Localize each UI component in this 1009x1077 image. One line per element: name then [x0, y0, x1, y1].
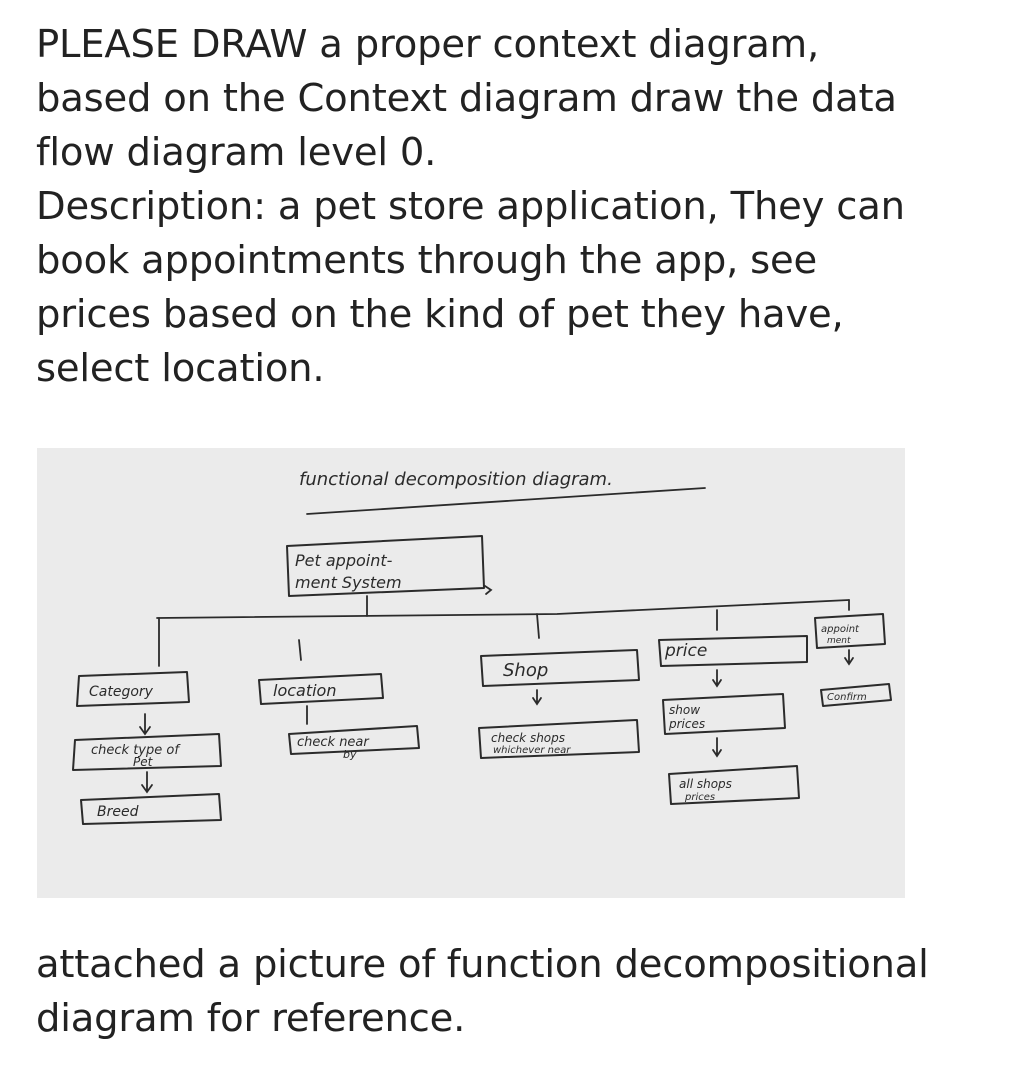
all-shops-prices-label-line2: prices	[684, 792, 715, 803]
shop-arrow	[532, 689, 542, 706]
question-line: book appointments through the app, see	[36, 238, 817, 283]
all-shops-prices-box	[668, 765, 800, 805]
check-shops-label-line1: check shops	[491, 731, 565, 745]
show-prices-arrow	[712, 737, 722, 758]
root-box	[286, 535, 485, 597]
category-box	[76, 671, 190, 707]
check-type-arrow	[141, 771, 153, 794]
shop-label: Shop	[503, 660, 548, 681]
appointment-box	[814, 613, 886, 649]
price-box	[658, 635, 808, 667]
breed-label: Breed	[97, 804, 139, 820]
show-prices-label-line1: show	[669, 703, 700, 717]
all-shops-prices-label-line1: all shops	[679, 777, 732, 791]
price-arrow	[712, 669, 722, 688]
appointment-arrow	[844, 649, 854, 666]
confirm-box	[820, 683, 892, 707]
check-near-label-line1: check near	[297, 735, 370, 750]
diagram-title: functional decomposition diagram.	[299, 469, 613, 490]
title-underline	[306, 487, 706, 515]
show-prices-box	[662, 693, 786, 735]
root-label-line2: ment System	[295, 573, 402, 592]
shop-box	[480, 649, 640, 687]
check-type-label-line2: Pet	[133, 755, 154, 769]
category-arrow	[139, 713, 151, 736]
question-line: Description: a pet store application, Th…	[36, 184, 905, 229]
category-label: Category	[89, 684, 154, 700]
check-type-label-line1: check type of	[91, 743, 181, 758]
bus-to-location	[298, 639, 302, 661]
confirm-label: Confirm	[827, 692, 867, 703]
check-near-label-line2: by	[343, 748, 357, 761]
check-shops-box	[478, 719, 640, 759]
bus-to-shop	[536, 613, 540, 639]
location-box	[258, 673, 384, 705]
question-line: based on the Context diagram draw the da…	[36, 76, 897, 121]
diagram-photo: functional decomposition diagram. Pet ap…	[37, 448, 905, 898]
footer-text: attached a picture of function decomposi…	[36, 938, 986, 1046]
question-line: select location.	[36, 346, 325, 391]
footer-line: diagram for reference.	[36, 996, 466, 1041]
question-text: PLEASE DRAW a proper context diagram, ba…	[36, 18, 986, 396]
root-side-arrow	[484, 585, 493, 595]
check-shops-label-line2: whichever near	[493, 745, 571, 756]
decomposition-diagram: functional decomposition diagram. Pet ap…	[72, 469, 892, 825]
appointment-label-line2: ment	[827, 636, 851, 646]
breed-box	[80, 793, 222, 825]
check-type-box	[72, 733, 222, 771]
question-line: PLEASE DRAW a proper context diagram,	[36, 22, 819, 67]
question-line: prices based on the kind of pet they hav…	[36, 292, 844, 337]
footer-line: attached a picture of function decomposi…	[36, 942, 929, 987]
location-label: location	[273, 681, 336, 700]
price-label: price	[664, 641, 707, 661]
root-label-line1: Pet appoint-	[295, 551, 393, 570]
level1-bus	[156, 599, 850, 619]
appointment-label-line1: appoint	[821, 624, 860, 635]
question-line: flow diagram level 0.	[36, 130, 437, 175]
show-prices-label-line2: prices	[668, 717, 705, 731]
check-near-box	[288, 725, 420, 755]
